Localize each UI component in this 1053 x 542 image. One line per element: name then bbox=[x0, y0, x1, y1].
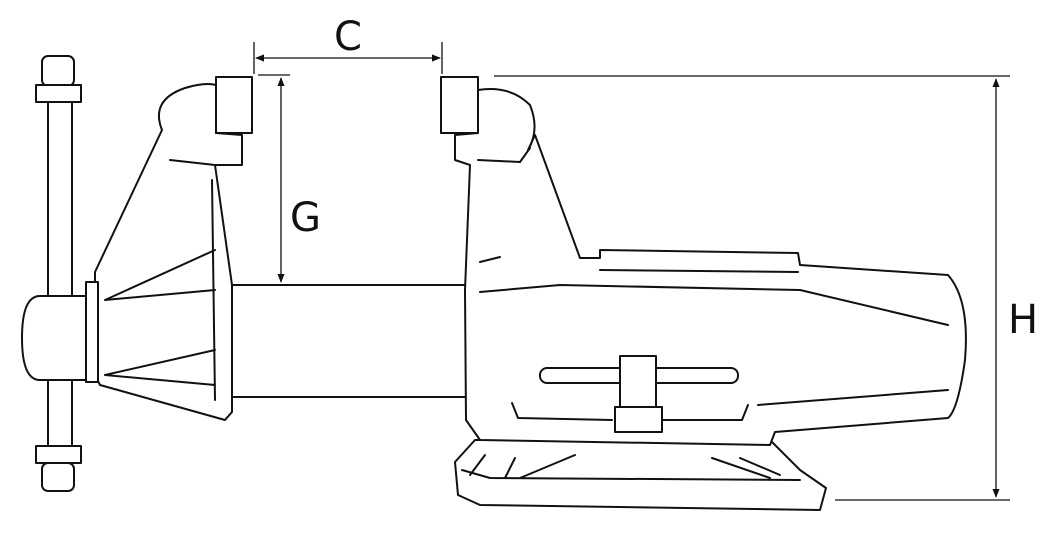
dimension-label-g: G bbox=[290, 195, 321, 241]
base-plate bbox=[454, 439, 827, 511]
dimension-label-h: H bbox=[1008, 297, 1039, 343]
dimension-h bbox=[494, 75, 1010, 501]
rear-jaw-insert bbox=[440, 76, 479, 134]
dimension-g bbox=[258, 74, 290, 283]
spindle-handle bbox=[539, 355, 739, 433]
dimension-c bbox=[253, 42, 443, 74]
spindle-hub bbox=[21, 295, 87, 381]
slide-bar bbox=[227, 284, 469, 398]
rear-body bbox=[454, 88, 967, 446]
flange bbox=[85, 281, 99, 383]
dimension-label-c: C bbox=[334, 14, 362, 60]
front-jaw-insert bbox=[215, 76, 253, 134]
handle-rod bbox=[35, 55, 82, 492]
front-jaw-body bbox=[94, 83, 243, 421]
